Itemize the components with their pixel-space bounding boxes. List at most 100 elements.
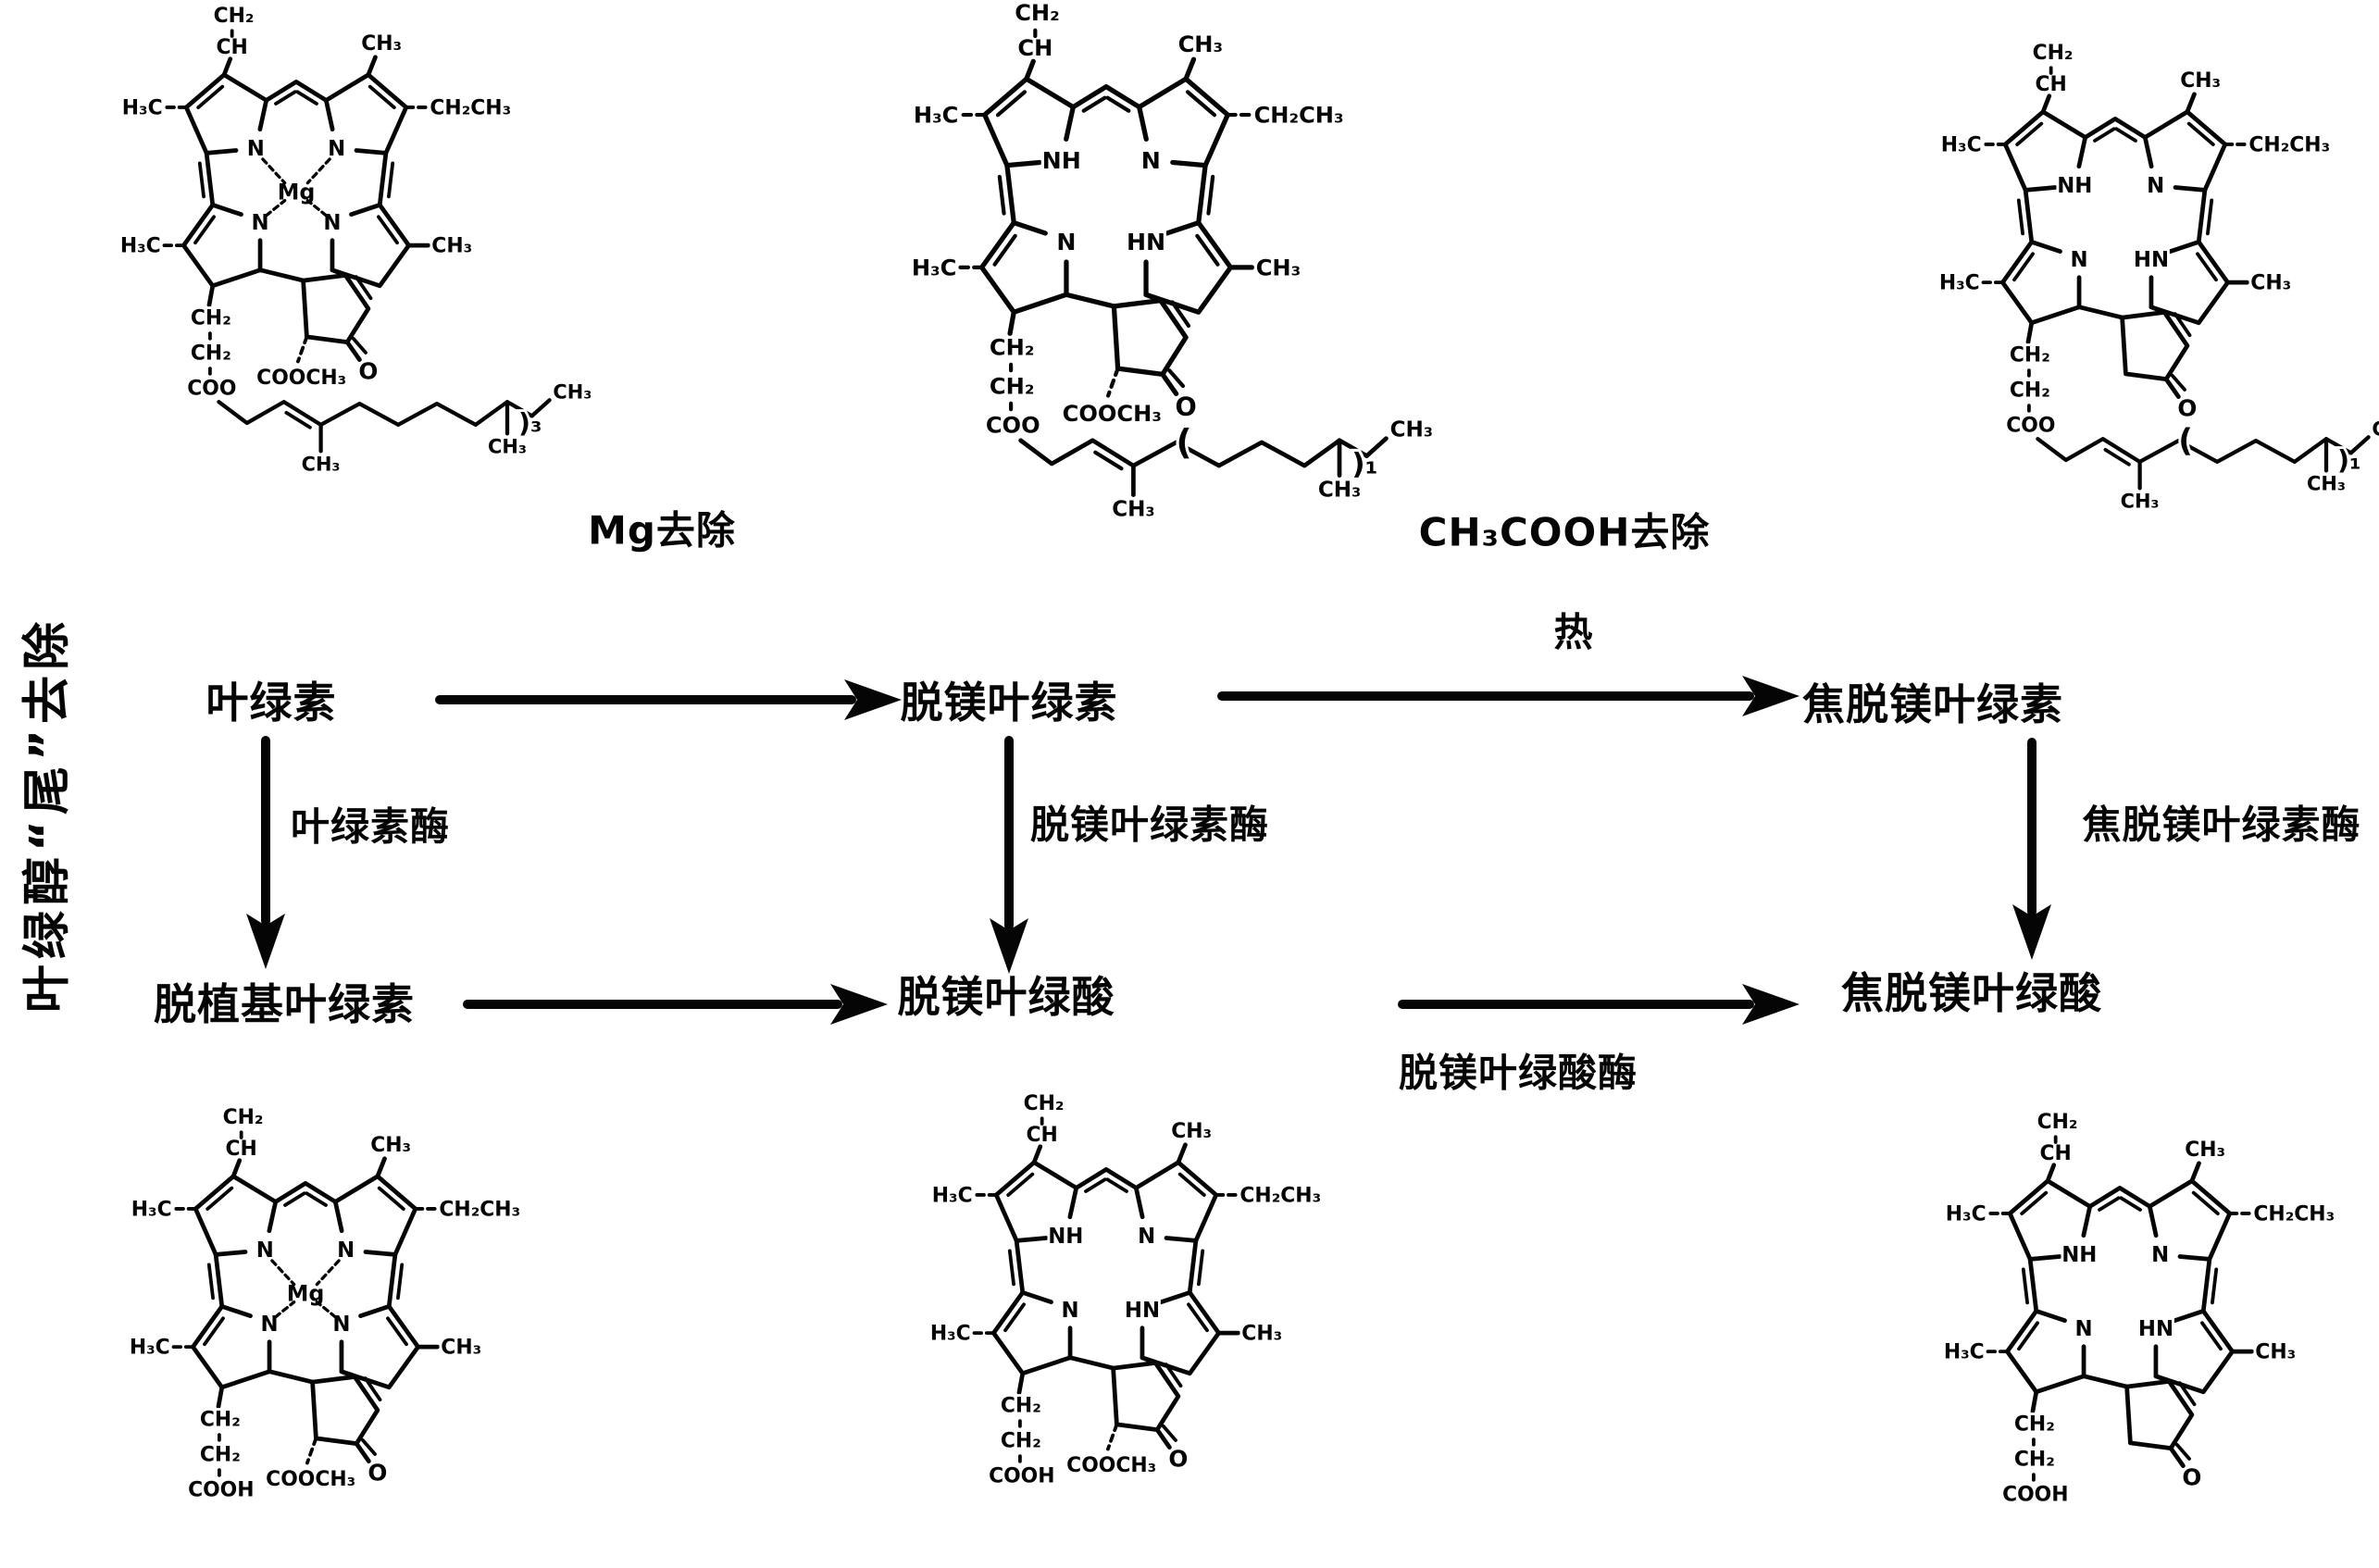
vinyl-ch-label: CH <box>2035 73 2066 96</box>
tail-acid-label: COOH <box>188 1479 254 1502</box>
close-paren-subscript: )₁ <box>2337 445 2361 476</box>
close-paren-subscript: )₃ <box>518 408 542 439</box>
methyl-label: H₃C <box>1944 1341 1985 1364</box>
tail-ch2-label: CH₂ <box>1001 1395 1041 1418</box>
phytyl-terminal-methyl-label: CH₃ <box>2372 417 2379 440</box>
nitrogen-label: N <box>1062 1299 1079 1323</box>
reaction-pheophytinase: 脱镁叶绿素酶 <box>1030 794 1269 851</box>
ethyl-label: CH₂CH₃ <box>1239 1185 1321 1208</box>
vinyl-ch-label: CH <box>225 1138 256 1161</box>
vinyl-ch2-label: CH₂ <box>223 1106 264 1129</box>
vinyl-ch-label: CH <box>2039 1142 2071 1165</box>
vinyl-ch2-label: CH₂ <box>1015 0 1060 26</box>
tail-ch2-label: CH₂ <box>2014 1413 2055 1437</box>
nitrogen-label: HN <box>1125 1299 1160 1323</box>
side-caption-phytol-tail-removal: 叶绿醇“尾”去除 <box>8 616 78 1013</box>
tail-acid-label: COO <box>986 412 1040 438</box>
close-paren-subscript: )₁ <box>1351 448 1377 481</box>
arrow-pheophytin-to-pheophorbide <box>990 740 1028 974</box>
tail-ch2-label: CH₂ <box>990 373 1035 399</box>
reaction-mg-removal: Mg去除 <box>588 500 736 556</box>
methyl-label: H₃C <box>930 1323 971 1346</box>
arrow-pheophorbide-to-pyropheophorbide <box>1402 984 1800 1025</box>
reaction-heat: 热 <box>1553 602 1593 658</box>
arrow-chlorophyllide-to-pheophorbide <box>467 984 888 1025</box>
methyl-label: CH₃ <box>441 1337 481 1360</box>
tail-ch2-label: CH₂ <box>2010 380 2050 403</box>
ethyl-label: CH₂CH₃ <box>2248 134 2330 157</box>
arrow-chlorophyll-to-chlorophyllide <box>246 740 285 969</box>
nitrogen-label: N <box>337 1238 355 1263</box>
vinyl-ch-label: CH <box>1026 1124 1057 1147</box>
ester-label: COOCH₃ <box>266 1468 355 1491</box>
vinyl-ch2-label: CH₂ <box>1024 1092 1065 1115</box>
methyl-label: CH₃ <box>1178 31 1224 57</box>
keto-oxygen-label: O <box>2182 1464 2201 1491</box>
node-pheophorbide: 脱镁叶绿酸 <box>898 964 1115 1025</box>
keto-oxygen-label: O <box>1175 393 1196 422</box>
reaction-pheophorbidase: 脱镁叶绿酸酶 <box>1399 1042 1638 1099</box>
methyl-label: CH₃ <box>2180 69 2221 93</box>
methyl-label: H₃C <box>122 97 163 120</box>
pheophorbide-structure: OCOOCH₃NHNNHNCHCH₂CH₃H₃CCH₂CH₃H₃CCH₃CH₂C… <box>930 1092 1321 1488</box>
keto-oxygen-label: O <box>2177 395 2197 422</box>
tail-ch2-label: CH₂ <box>2010 344 2050 367</box>
tail-ch2-label: CH₂ <box>191 342 231 366</box>
arrow-pyropheophytin-to-pyropheophorbide <box>2012 742 2051 960</box>
reaction-chlorophyllase: 叶绿素酶 <box>291 796 450 852</box>
tail-ch2-label: CH₂ <box>200 1409 241 1432</box>
nitrogen-label: N <box>328 137 345 161</box>
methyl-label: H₃C <box>131 1199 172 1222</box>
ethyl-label: CH₂CH₃ <box>430 97 511 120</box>
pyropheophytin-structure: ONHNNHNCHCH₂CH₃H₃CCH₂CH₃H₃CCH₃CH₂CH₂COOC… <box>1939 42 2379 513</box>
methyl-label: H₃C <box>1946 1203 1987 1226</box>
methyl-label: H₃C <box>912 255 957 280</box>
methyl-label: H₃C <box>1941 134 1982 157</box>
tail-ch2-label: CH₂ <box>2014 1449 2055 1472</box>
nitrogen-label: N <box>256 1238 274 1263</box>
phytyl-methyl-label: CH₃ <box>1318 479 1361 503</box>
keto-oxygen-label: O <box>367 1460 387 1487</box>
methyl-label: H₃C <box>130 1337 170 1360</box>
phytyl-methyl-label: CH₃ <box>488 435 527 457</box>
reaction-pyropheophytinase: 焦脱镁叶绿素酶 <box>2082 794 2360 851</box>
ethyl-label: CH₂CH₃ <box>2253 1203 2335 1226</box>
vinyl-ch2-label: CH₂ <box>2033 42 2074 65</box>
pyropheophorbide-structure: ONHNNHNCHCH₂CH₃H₃CCH₂CH₃H₃CCH₃CH₂CH₂COOH <box>1944 1111 2335 1507</box>
methyl-label: H₃C <box>932 1185 973 1208</box>
methyl-label: CH₃ <box>370 1134 411 1157</box>
vinyl-ch2-label: CH₂ <box>2037 1111 2078 1134</box>
ester-label: COOCH₃ <box>1066 1454 1156 1477</box>
keto-oxygen-label: O <box>1168 1446 1188 1473</box>
reaction-acetic-removal: CH₃COOH去除 <box>1419 502 1711 558</box>
tail-acid-label: COOH <box>2002 1484 2068 1507</box>
arrow-pheophytin-to-pyropheophytin <box>1222 676 1800 716</box>
nitrogen-label: N <box>2151 1243 2169 1267</box>
pheophytin-structure: OCOOCH₃NHNNHNCHCH₂CH₃H₃CCH₂CH₃H₃CCH₃CH₂C… <box>912 0 1433 522</box>
node-pyropheophorbide: 焦脱镁叶绿酸 <box>1841 960 2102 1021</box>
tail-ch2-label: CH₂ <box>1001 1430 1041 1453</box>
phytyl-methyl-label: CH₃ <box>302 453 341 475</box>
open-paren: ( <box>1176 422 1191 463</box>
nitrogen-label: HN <box>2134 248 2169 272</box>
methyl-label: CH₃ <box>2255 1341 2296 1364</box>
node-pyropheophytin: 焦脱镁叶绿素 <box>1802 671 2063 732</box>
methyl-label: H₃C <box>914 102 959 128</box>
node-pheophytin: 脱镁叶绿素 <box>901 669 1118 730</box>
tail-ch2-label: CH₂ <box>191 307 231 330</box>
methyl-label: CH₃ <box>361 32 402 56</box>
keto-oxygen-label: O <box>358 358 378 385</box>
ester-label: COOCH₃ <box>1063 401 1162 427</box>
nitrogen-label: N <box>247 137 265 161</box>
methyl-label: H₃C <box>120 235 161 258</box>
nitrogen-label: N <box>2147 174 2164 198</box>
ester-label: COOCH₃ <box>256 367 346 390</box>
tail-acid-label: COOH <box>989 1465 1054 1488</box>
ethyl-label: CH₂CH₃ <box>1254 102 1344 128</box>
nitrogen-label: NH <box>2061 1243 2097 1267</box>
open-paren: ( <box>2178 423 2193 460</box>
nitrogen-label: N <box>2071 248 2088 272</box>
methyl-label: CH₃ <box>431 235 472 258</box>
vinyl-ch-label: CH <box>216 36 247 59</box>
phytyl-terminal-methyl-label: CH₃ <box>1390 418 1433 442</box>
